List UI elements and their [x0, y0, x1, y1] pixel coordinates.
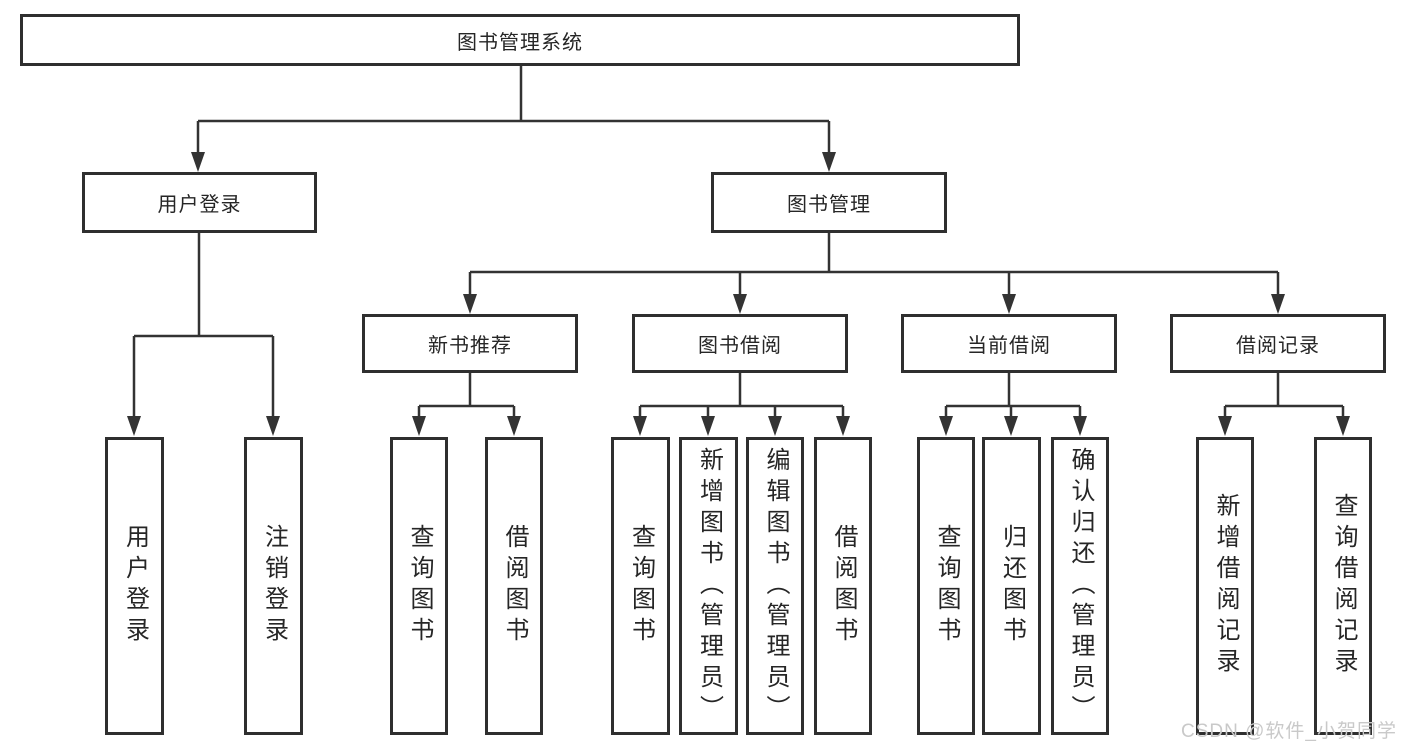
- arrowhead: [1271, 294, 1285, 314]
- arrowhead: [939, 416, 953, 436]
- node-current-borrowing: 当前借阅: [901, 314, 1117, 373]
- leaf-newbook-borrow-books: 借阅图书: [485, 437, 543, 735]
- leaf-newbook-query-books: 查询图书: [390, 437, 448, 735]
- leaf-borrow-add-books-admin-label: 新增图书（管理员）: [695, 446, 723, 726]
- arrowhead: [412, 416, 426, 436]
- node-library-system: 图书管理系统: [20, 14, 1020, 66]
- leaf-borrow-edit-books-admin-label: 编辑图书（管理员）: [762, 446, 789, 726]
- arrowhead: [768, 416, 782, 436]
- arrowhead: [463, 294, 477, 314]
- node-book-management: 图书管理: [711, 172, 947, 233]
- leaf-borrow-query-books-label: 查询图书: [627, 524, 655, 648]
- leaf-newbook-query-books-label: 查询图书: [406, 524, 433, 648]
- leaf-current-query-books: 查询图书: [917, 437, 975, 735]
- connector-new-book: [417, 373, 516, 420]
- leaf-user-login-label: 用户登录: [121, 524, 149, 648]
- node-borrowing-records: 借阅记录: [1170, 314, 1386, 373]
- node-new-book-recommend-label: 新书推荐: [428, 335, 512, 357]
- connector-root: [196, 66, 831, 155]
- arrowhead: [822, 152, 836, 172]
- arrowhead: [191, 152, 205, 172]
- leaf-record-add-borrow-record-label: 新增借阅记录: [1212, 493, 1239, 679]
- connector-book-mgmt: [468, 233, 1280, 298]
- leaf-current-query-books-label: 查询图书: [933, 524, 960, 648]
- arrowhead: [1002, 294, 1016, 314]
- arrowhead: [507, 416, 521, 436]
- leaf-current-confirm-return-admin: 确认归还（管理员）: [1051, 437, 1109, 735]
- arrowhead: [1073, 416, 1087, 436]
- arrowhead: [1218, 416, 1232, 436]
- leaf-logout: 注销登录: [244, 437, 303, 735]
- node-book-borrowing: 图书借阅: [632, 314, 848, 373]
- node-new-book-recommend: 新书推荐: [362, 314, 578, 373]
- leaf-borrow-add-books-admin: 新增图书（管理员）: [679, 437, 738, 735]
- arrowhead: [266, 416, 280, 436]
- connector-current-borrow: [944, 373, 1082, 420]
- node-user-login: 用户登录: [82, 172, 317, 233]
- leaf-borrow-borrow-books-label: 借阅图书: [830, 524, 857, 648]
- arrowhead: [1004, 416, 1018, 436]
- arrowhead: [1336, 416, 1350, 436]
- connector-book-borrow: [638, 373, 845, 420]
- arrowhead: [733, 294, 747, 314]
- leaf-current-confirm-return-admin-label: 确认归还（管理员）: [1067, 446, 1094, 726]
- leaf-current-return-books-label: 归还图书: [998, 524, 1026, 648]
- node-library-system-label: 图书管理系统: [457, 31, 583, 54]
- leaf-user-login: 用户登录: [105, 437, 164, 735]
- node-borrowing-records-label: 借阅记录: [1236, 335, 1320, 357]
- leaf-borrow-query-books: 查询图书: [611, 437, 670, 735]
- connector-user-login: [132, 233, 275, 420]
- node-book-management-label: 图书管理: [787, 194, 871, 216]
- arrowhead: [701, 416, 715, 436]
- arrowhead: [836, 416, 850, 436]
- leaf-record-query-borrow-record: 查询借阅记录: [1314, 437, 1372, 735]
- node-user-login-label: 用户登录: [157, 194, 242, 216]
- leaf-borrow-edit-books-admin: 编辑图书（管理员）: [746, 437, 804, 735]
- leaf-newbook-borrow-books-label: 借阅图书: [501, 524, 528, 648]
- watermark: CSDN @软件_小贺同学: [1181, 721, 1397, 742]
- leaf-record-query-borrow-record-label: 查询借阅记录: [1330, 493, 1357, 679]
- arrowhead: [127, 416, 141, 436]
- leaf-current-return-books: 归还图书: [982, 437, 1041, 735]
- connector-borrow-record: [1223, 373, 1345, 420]
- leaf-borrow-borrow-books: 借阅图书: [814, 437, 872, 735]
- arrowhead: [633, 416, 647, 436]
- leaf-logout-label: 注销登录: [260, 524, 288, 648]
- node-current-borrowing-label: 当前借阅: [967, 335, 1051, 357]
- leaf-record-add-borrow-record: 新增借阅记录: [1196, 437, 1254, 735]
- node-book-borrowing-label: 图书借阅: [698, 335, 782, 357]
